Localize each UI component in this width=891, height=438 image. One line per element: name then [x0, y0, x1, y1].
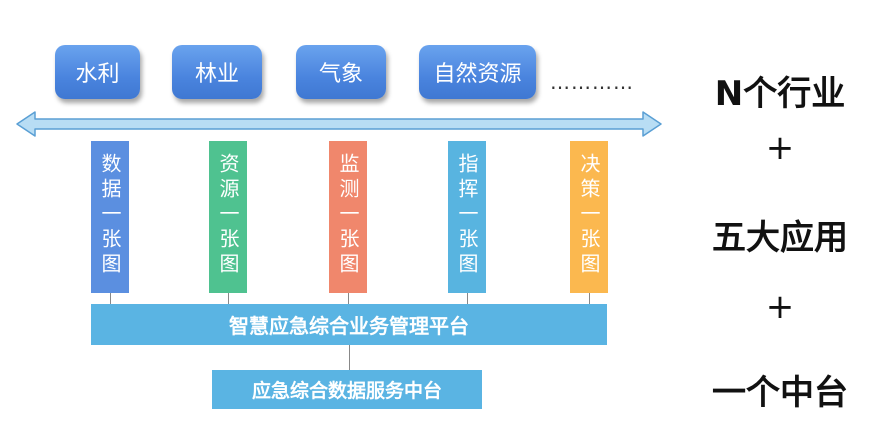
app-label: 数据一张图	[98, 153, 122, 278]
app-column-resource[interactable]: 资源一张图	[209, 141, 247, 293]
connector-line	[228, 292, 229, 304]
app-column-data[interactable]: 数据一张图	[91, 141, 129, 293]
data-middle-platform-bar[interactable]: 应急综合数据服务中台	[212, 370, 482, 409]
connector-line	[110, 292, 111, 304]
app-label: 指挥一张图	[455, 153, 479, 278]
connector-line	[589, 292, 590, 304]
industry-box-water[interactable]: 水利	[55, 45, 140, 99]
connector-line	[467, 292, 468, 304]
industry-box-forestry[interactable]: 林业	[172, 45, 262, 99]
app-column-command[interactable]: 指挥一张图	[448, 141, 486, 293]
app-column-monitor[interactable]: 监测一张图	[329, 141, 367, 293]
connector-line	[348, 292, 349, 304]
right-line-industries: N个行业	[714, 74, 846, 114]
right-line-middle-platform: 一个中台	[712, 373, 848, 413]
double-arrow	[16, 111, 662, 137]
right-plus-1: +	[765, 128, 795, 168]
right-line-applications: 五大应用	[712, 218, 848, 258]
right-plus-2: +	[765, 287, 795, 327]
ellipsis: …………	[550, 70, 634, 94]
app-label: 决策一张图	[577, 153, 601, 278]
app-label: 监测一张图	[336, 153, 360, 278]
connector-line	[349, 345, 350, 370]
app-column-decision[interactable]: 决策一张图	[570, 141, 608, 293]
app-label: 资源一张图	[216, 153, 240, 278]
business-platform-bar[interactable]: 智慧应急综合业务管理平台	[91, 304, 607, 345]
industry-box-natural-resources[interactable]: 自然资源	[419, 45, 536, 99]
industry-box-meteorology[interactable]: 气象	[296, 45, 386, 99]
